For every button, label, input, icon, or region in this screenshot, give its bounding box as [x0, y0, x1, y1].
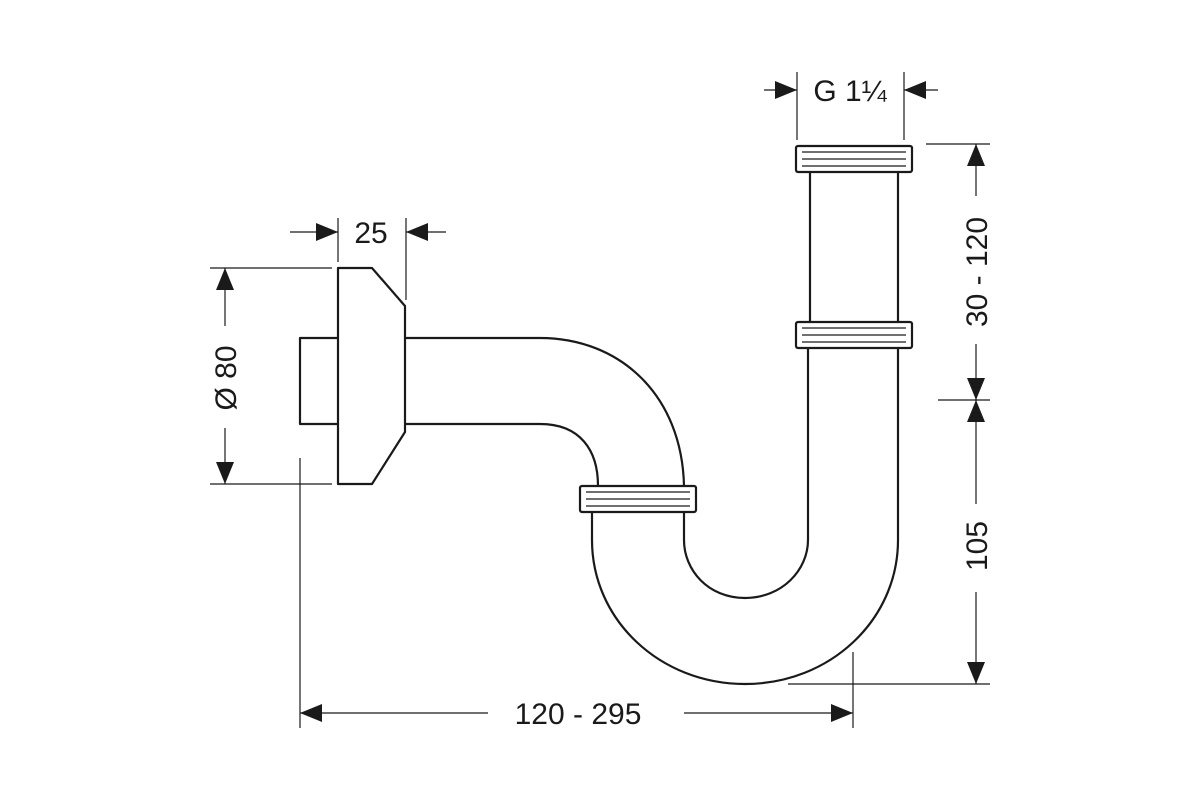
dimension-rosette-depth: 25: [290, 217, 446, 300]
upper-union-nut: [794, 320, 914, 350]
dimension-thread: G 1¼: [764, 72, 938, 140]
wall-pipe-stub: [298, 336, 344, 426]
horizontal-arm: [402, 336, 686, 488]
top-connection-nut: [794, 144, 914, 174]
u-trap: [590, 344, 900, 686]
lower-union-nut: [578, 484, 698, 514]
dimension-tailpiece-length: 30 - 120: [926, 143, 994, 401]
wall-rosette: [336, 266, 407, 486]
dimension-rosette-diameter: Ø 80: [210, 267, 332, 485]
thread-size-label: G 1¼: [813, 75, 887, 108]
wall-distance-label: 120 - 295: [515, 698, 642, 731]
rosette-depth-label: 25: [354, 217, 387, 250]
dimension-wall-distance: 120 - 295: [299, 458, 854, 731]
trap-height-label: 105: [961, 521, 994, 571]
tailpiece: [808, 170, 900, 324]
rosette-diameter-label: Ø 80: [210, 345, 243, 410]
dimension-trap-height: 105: [788, 400, 994, 685]
tailpiece-length-label: 30 - 120: [961, 217, 994, 327]
